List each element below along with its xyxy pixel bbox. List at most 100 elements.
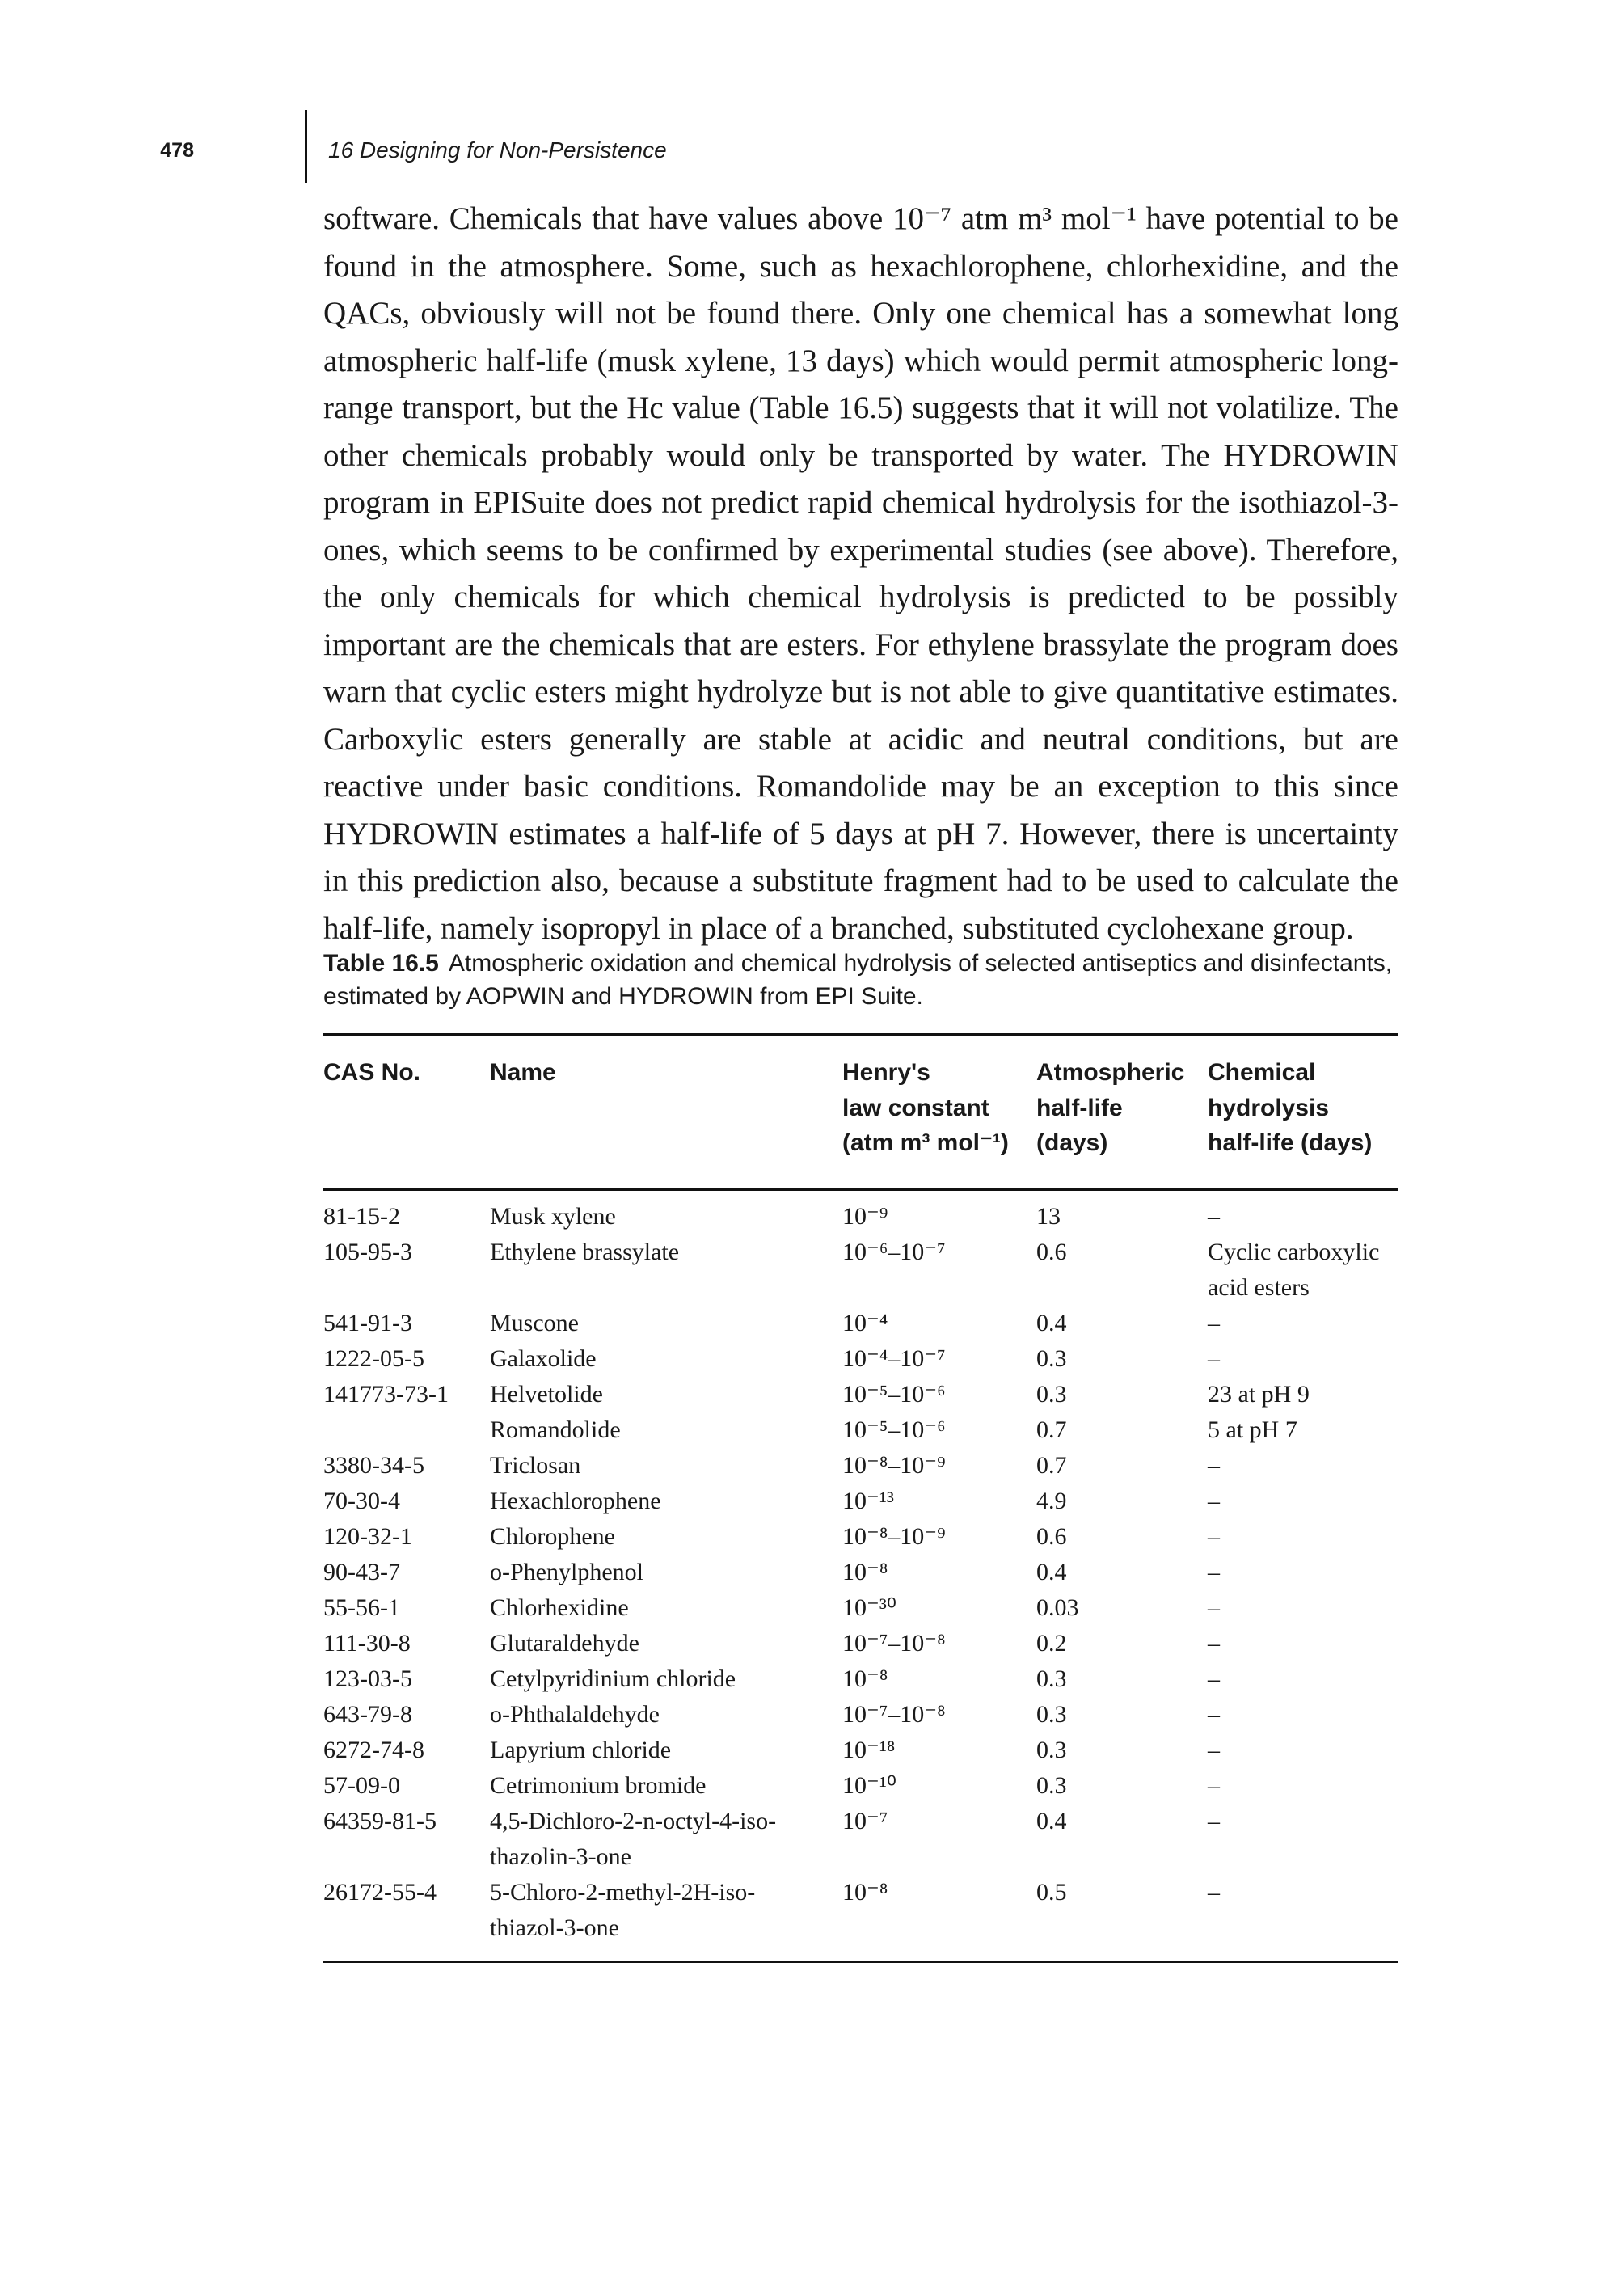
- cell-hyd: –: [1208, 1771, 1220, 1799]
- cell-atm: 0.3: [1036, 1344, 1067, 1372]
- cell-henry: 10⁻¹⁰: [842, 1771, 896, 1799]
- cell-henry: 10⁻³⁰: [842, 1593, 896, 1621]
- cell-hyd: –: [1208, 1487, 1220, 1514]
- cell-hyd: 23 at pH 9: [1208, 1380, 1310, 1408]
- cell-atm: 0.3: [1036, 1665, 1067, 1692]
- cell-cas: [323, 1412, 490, 1448]
- table-row: 141773-73-1 Helvetolide 10⁻⁵–10⁻⁶ 0.3 23 at …: [323, 1377, 1398, 1412]
- cell-henry: 10⁻⁹: [842, 1202, 888, 1230]
- cell-cas: 123-03-5: [323, 1665, 412, 1692]
- cell-cas: 643-79-8: [323, 1700, 412, 1728]
- cell-henry: 10⁻⁸: [842, 1558, 888, 1585]
- cell-name: Cetylpyridinium chloride: [490, 1665, 736, 1692]
- cell-cas: 64359-81-5: [323, 1807, 437, 1834]
- cell-name: Musk xylene: [490, 1202, 616, 1230]
- cell-hyd: –: [1208, 1665, 1220, 1692]
- cell-cas: 105-95-3: [323, 1238, 412, 1265]
- header-divider: [305, 110, 307, 183]
- cell-name: Hexachlorophene: [490, 1487, 661, 1514]
- cell-atm: 0.3: [1036, 1736, 1067, 1763]
- cell-atm: 0.7: [1036, 1451, 1067, 1479]
- cell-name: Lapyrium chloride: [490, 1736, 672, 1763]
- page-number: 478: [160, 139, 194, 162]
- cell-cas: 90-43-7: [323, 1558, 400, 1585]
- cell-cas: 3380-34-5: [323, 1451, 424, 1479]
- cell-cas: 541-91-3: [323, 1309, 412, 1336]
- cell-cas: 141773-73-1: [323, 1380, 449, 1408]
- cell-hyd: Cyclic carboxylic acid esters: [1208, 1238, 1380, 1301]
- cell-hyd: –: [1208, 1629, 1220, 1657]
- cell-henry: 10⁻⁷–10⁻⁸: [842, 1629, 946, 1657]
- header-cas: CAS No.: [323, 1059, 420, 1086]
- cell-atm: 0.7: [1036, 1416, 1067, 1443]
- cell-name: Romandolide: [490, 1416, 621, 1443]
- table-header-rule: [323, 1160, 1398, 1191]
- cell-hyd: –: [1208, 1344, 1220, 1372]
- cell-name: Chlorophene: [490, 1522, 615, 1550]
- cell-name: o-Phenylphenol: [490, 1558, 643, 1585]
- table-row: 123-03-5 Cetylpyridinium chloride 10⁻⁸ 0.3 –: [323, 1661, 1398, 1697]
- cell-cas: 1222-05-5: [323, 1344, 424, 1372]
- cell-hyd: –: [1208, 1807, 1220, 1834]
- header-atmospheric-half-life: Atmospheric half-life (days): [1036, 1059, 1185, 1156]
- cell-atm: 0.2: [1036, 1629, 1067, 1657]
- cell-cas: 120-32-1: [323, 1522, 412, 1550]
- cell-henry: 10⁻⁸–10⁻⁹: [842, 1522, 946, 1550]
- body-paragraph: software. Chemicals that have values abo…: [323, 201, 1398, 946]
- cell-henry: 10⁻⁶–10⁻⁷: [842, 1238, 946, 1265]
- cell-name: o-Phthalaldehyde: [490, 1700, 660, 1728]
- cell-henry: 10⁻¹³: [842, 1487, 894, 1514]
- cell-atm: 0.4: [1036, 1309, 1067, 1336]
- cell-henry: 10⁻¹⁸: [842, 1736, 896, 1763]
- table-bottom-rule: [323, 1960, 1398, 1963]
- cell-cas: 81-15-2: [323, 1202, 400, 1230]
- cell-hyd: –: [1208, 1522, 1220, 1550]
- cell-hyd: –: [1208, 1700, 1220, 1728]
- cell-henry: 10⁻⁵–10⁻⁶: [842, 1380, 946, 1408]
- cell-atm: 4.9: [1036, 1487, 1067, 1514]
- cell-henry: 10⁻⁸: [842, 1665, 888, 1692]
- cell-cas: 55-56-1: [323, 1593, 400, 1621]
- cell-atm: 0.3: [1036, 1771, 1067, 1799]
- table-row: 64359-81-5 4,5-Dichloro-2-n-octyl-4-iso- …: [323, 1804, 1398, 1875]
- cell-name: Ethylene brassylate: [490, 1238, 680, 1265]
- table-top-rule: [323, 1033, 1398, 1036]
- cell-atm: 0.4: [1036, 1558, 1067, 1585]
- cell-atm: 0.3: [1036, 1700, 1067, 1728]
- table-caption-label: Table 16.5: [323, 950, 439, 977]
- cell-name: 4,5-Dichloro-2-n-octyl-4-iso- thazolin-3…: [490, 1807, 777, 1870]
- cell-henry: 10⁻⁴–10⁻⁷: [842, 1344, 946, 1372]
- cell-atm: 0.3: [1036, 1380, 1067, 1408]
- cell-henry: 10⁻⁸: [842, 1878, 888, 1906]
- cell-atm: 0.03: [1036, 1593, 1079, 1621]
- header-henry-line1: Henry's: [842, 1059, 930, 1086]
- table-header-rule-row: [323, 1160, 1398, 1191]
- cell-name: Muscone: [490, 1309, 579, 1336]
- header-henry-line2: law constant: [842, 1094, 989, 1121]
- cell-name: Triclosan: [490, 1451, 581, 1479]
- table-row: 70-30-4 Hexachlorophene 10⁻¹³ 4.9 –: [323, 1484, 1398, 1519]
- cell-henry: 10⁻⁸–10⁻⁹: [842, 1451, 946, 1479]
- header-name: Name: [490, 1059, 556, 1086]
- cell-cas: 111-30-8: [323, 1629, 411, 1657]
- cell-cas: 70-30-4: [323, 1487, 400, 1514]
- cell-name: Helvetolide: [490, 1380, 603, 1408]
- cell-name: Chlorhexidine: [490, 1593, 629, 1621]
- cell-hyd: –: [1208, 1202, 1220, 1230]
- cell-henry: 10⁻⁴: [842, 1309, 888, 1336]
